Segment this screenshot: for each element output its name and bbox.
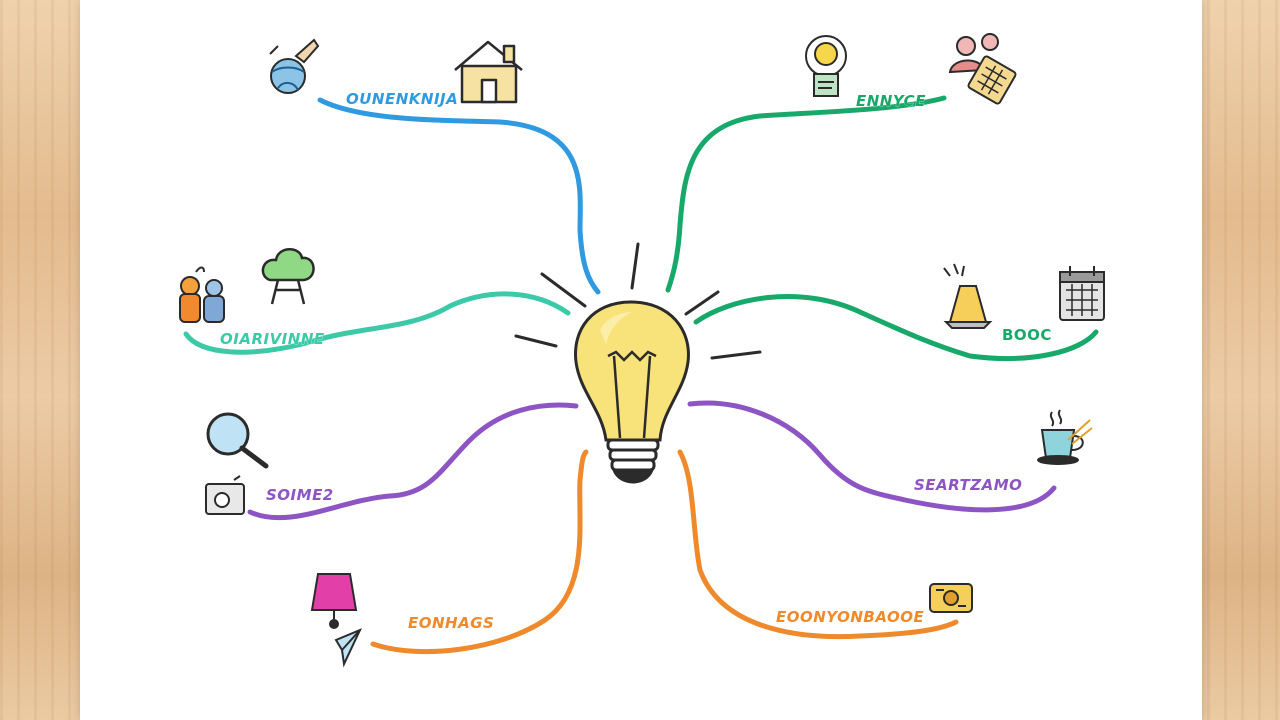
branch-line-mid-left bbox=[183, 291, 571, 355]
lamp-icon bbox=[310, 573, 358, 629]
magnifier-icon bbox=[206, 412, 269, 469]
branch-line-mid-right bbox=[693, 294, 1099, 361]
bulb-base bbox=[606, 438, 660, 484]
bulb-badge-icon bbox=[805, 35, 847, 97]
radio-icon bbox=[205, 475, 245, 515]
branch-label-mid-right: BOOC bbox=[1002, 326, 1052, 344]
branch-line-bottom-right bbox=[677, 449, 959, 640]
branch-label-lower-right: SEARTZAMO bbox=[914, 476, 1022, 494]
branch-line-bottom-left bbox=[370, 449, 589, 654]
money-icon bbox=[929, 583, 973, 613]
tree-icon bbox=[261, 248, 315, 305]
branch-label-mid-left: OIARIVINNE bbox=[220, 330, 325, 348]
branch-label-lower-left: SOIME2 bbox=[266, 486, 334, 504]
bulb-filament bbox=[607, 350, 657, 439]
house-icon bbox=[454, 40, 523, 104]
paper-plane-icon bbox=[334, 628, 363, 668]
calendar-icon bbox=[1059, 266, 1105, 321]
light-bulb-icon bbox=[514, 242, 762, 484]
branch-label-top-right: ENNYCE bbox=[856, 92, 926, 110]
light-rays bbox=[514, 242, 762, 360]
people-group-icon bbox=[179, 266, 225, 323]
branch-line-top-left bbox=[317, 97, 601, 295]
coffee-cup-icon bbox=[1037, 409, 1093, 465]
branch-label-bottom-right: EOONYONBAOOE bbox=[776, 608, 925, 626]
bulb-glass bbox=[574, 300, 690, 442]
branch-line-lower-right bbox=[687, 400, 1057, 513]
globe-icon bbox=[269, 38, 320, 94]
branch-label-top-left: OUNENKNIJA bbox=[346, 90, 458, 108]
branch-label-bottom-left: EONHAGS bbox=[408, 614, 494, 632]
rocket-launch-icon bbox=[943, 263, 993, 329]
people-calculator-icon bbox=[948, 33, 1017, 105]
branch-line-lower-left bbox=[247, 402, 579, 521]
branch-line-top-right bbox=[665, 95, 947, 293]
